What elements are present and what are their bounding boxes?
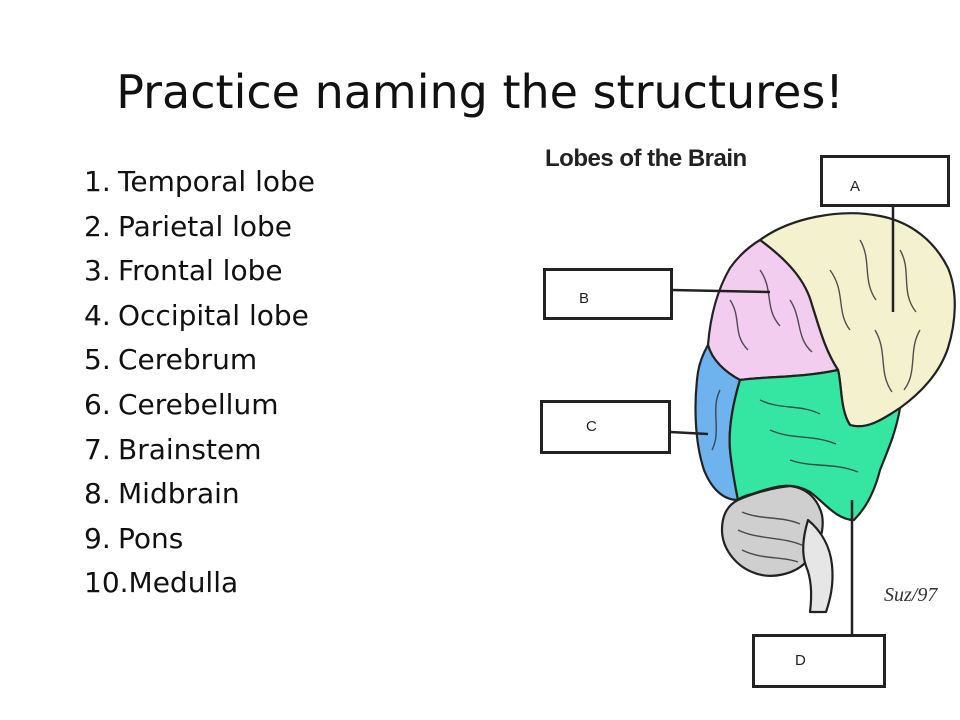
item-name: Cerebrum: [118, 343, 258, 377]
label-box-a[interactable]: [820, 155, 950, 207]
slide-title: Practice naming the structures!: [116, 65, 844, 119]
label-letter-b: B: [579, 290, 590, 307]
temporal-lobe-region: [728, 368, 902, 522]
list-item: 2.Parietal lobe: [84, 205, 315, 250]
label-box-d[interactable]: [752, 634, 886, 688]
item-number: 10.: [84, 566, 129, 600]
list-item: 4.Occipital lobe: [84, 294, 315, 339]
list-item: 8.Midbrain: [84, 472, 315, 517]
item-number: 4.: [84, 298, 111, 332]
brain-diagram: [669, 205, 956, 636]
list-item: 5.Cerebrum: [84, 338, 315, 383]
label-letter-a: A: [850, 178, 861, 195]
item-number: 6.: [84, 387, 111, 421]
item-name: Midbrain: [118, 477, 240, 511]
list-item: 9.Pons: [84, 517, 315, 562]
item-name: Brainstem: [118, 432, 262, 466]
label-box-b[interactable]: [543, 268, 673, 320]
item-name: Pons: [118, 521, 184, 555]
list-item: 3.Frontal lobe: [84, 249, 315, 294]
item-name: Medulla: [128, 566, 239, 600]
list-item: 7.Brainstem: [84, 428, 315, 473]
item-name: Parietal lobe: [118, 209, 293, 243]
label-letter-d: D: [795, 652, 806, 669]
item-number: 8.: [84, 477, 111, 511]
item-name: Cerebellum: [118, 387, 279, 421]
diagram-heading: Lobes of the Brain: [545, 145, 747, 172]
item-name: Temporal lobe: [118, 165, 316, 198]
structure-list: 1.Temporal lobe 2.Parietal lobe 3.Fronta…: [84, 160, 315, 606]
brainstem-region: [802, 518, 834, 614]
item-number: 3.: [84, 254, 111, 288]
item-name: Occipital lobe: [118, 298, 309, 332]
item-number: 7.: [84, 432, 111, 466]
item-number: 9.: [84, 521, 111, 555]
artist-signature: Suz/97: [884, 584, 938, 606]
label-box-c[interactable]: [540, 400, 671, 454]
item-number: 1.: [84, 165, 111, 198]
list-item: 1.Temporal lobe: [84, 160, 315, 205]
item-name: Frontal lobe: [118, 254, 283, 288]
label-letter-c: C: [586, 418, 597, 435]
list-item: 10.Medulla: [84, 561, 315, 606]
item-number: 5.: [84, 343, 111, 377]
list-item: 6.Cerebellum: [84, 383, 315, 428]
item-number: 2.: [84, 209, 111, 243]
